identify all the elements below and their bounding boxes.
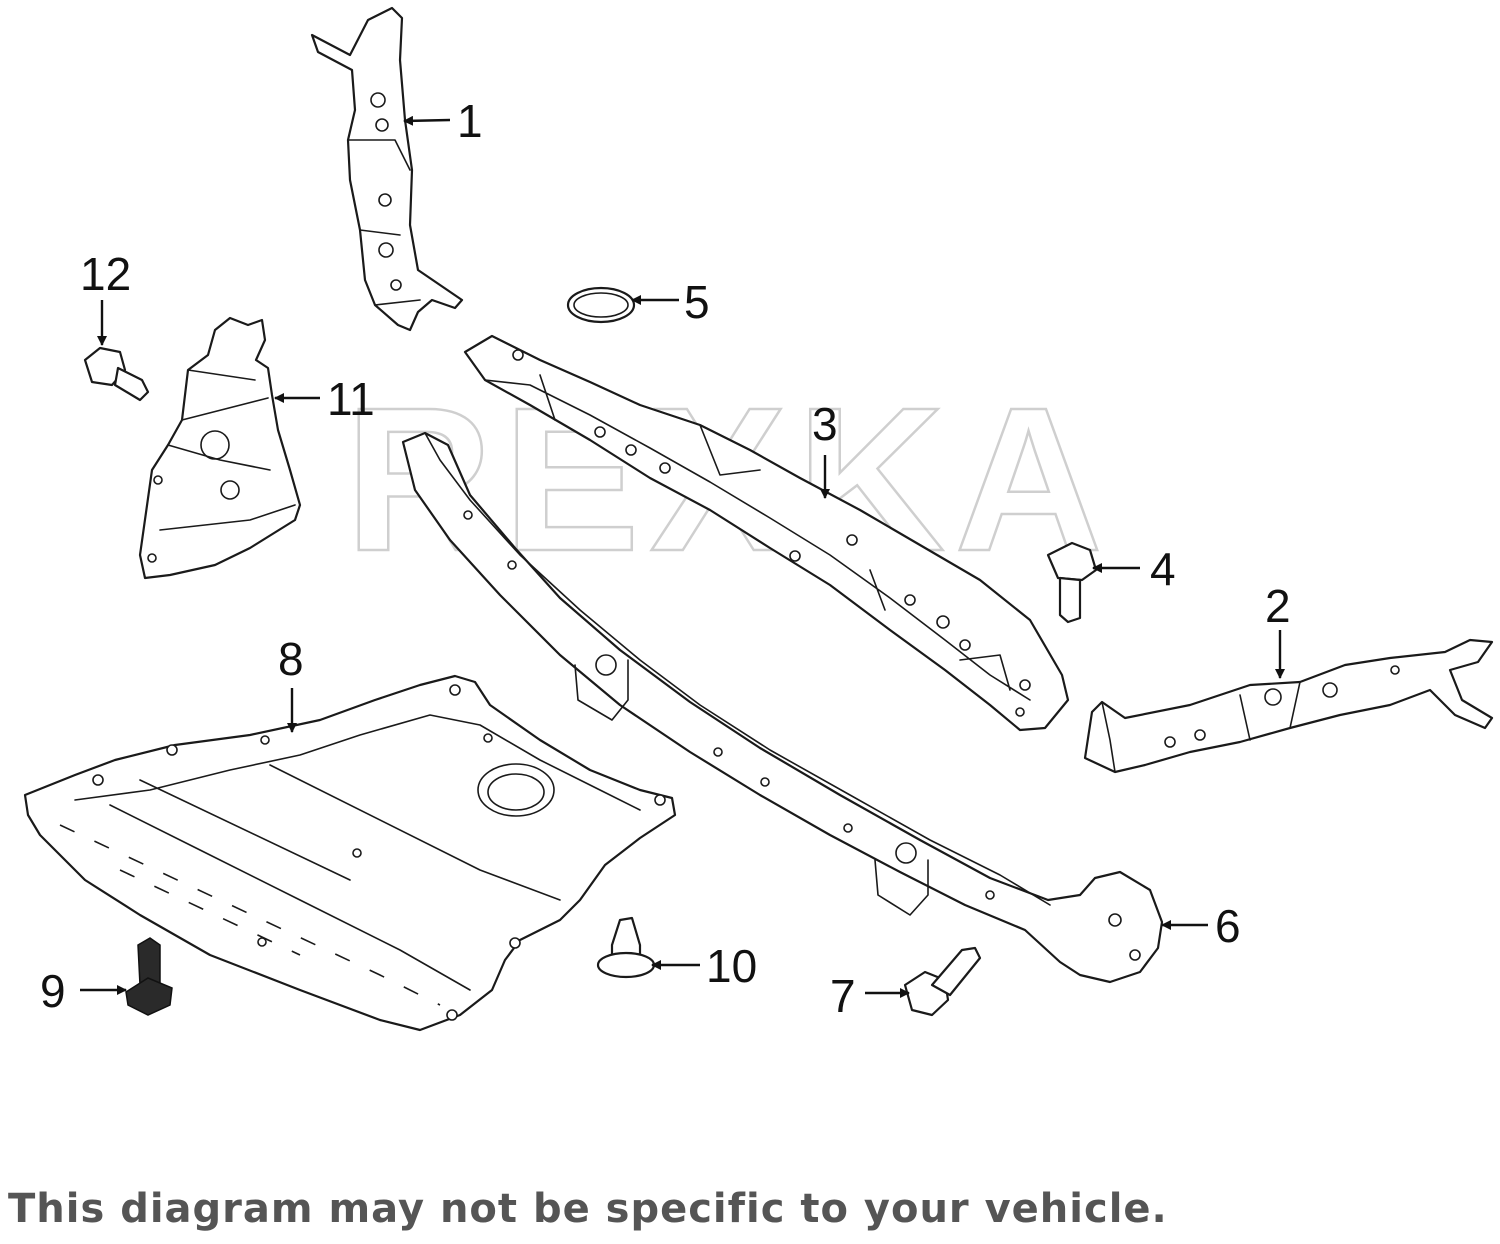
callout-9: 9 xyxy=(40,965,66,1017)
callout-5: 5 xyxy=(684,276,710,328)
callout-3: 3 xyxy=(812,398,838,450)
part-9-bolt xyxy=(125,937,173,1016)
callout-2: 2 xyxy=(1265,580,1291,632)
part-4-bolt xyxy=(1046,541,1098,624)
callout-4: 4 xyxy=(1150,543,1176,595)
disclaimer-text: This diagram may not be specific to your… xyxy=(8,1186,1168,1232)
callout-8: 8 xyxy=(278,633,304,685)
part-2-side-member xyxy=(1083,638,1494,774)
part-5-seal-ring xyxy=(566,286,636,324)
callout-7: 7 xyxy=(830,970,856,1022)
part-8-undercover xyxy=(23,674,677,1032)
part-10-clip xyxy=(596,916,656,979)
callout-11: 11 xyxy=(327,373,375,425)
part-3-upper-tie-bar xyxy=(463,334,1070,732)
callout-6: 6 xyxy=(1215,900,1241,952)
part-11-bracket xyxy=(138,316,302,580)
callout-12: 12 xyxy=(80,248,131,300)
part-1-radiator-support-side xyxy=(310,6,464,332)
part-12-bolt xyxy=(83,346,150,402)
callout-1: 1 xyxy=(457,95,483,147)
callout-10: 10 xyxy=(706,940,757,992)
part-7-bolt xyxy=(903,946,982,1017)
part-6-lower-tie-bar xyxy=(401,431,1164,984)
leader-lines xyxy=(80,115,1285,998)
